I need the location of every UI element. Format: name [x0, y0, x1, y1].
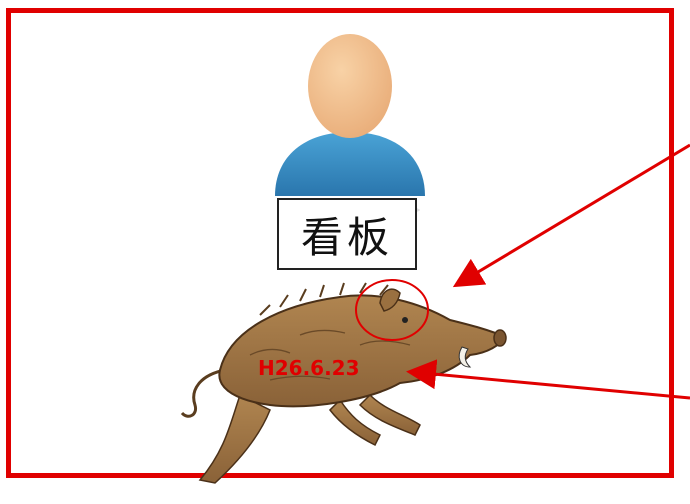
date-arrow: [406, 359, 690, 400]
boar-illustration: [180, 279, 507, 484]
signboard: 看板: [277, 198, 417, 270]
signboard-text: 看板: [300, 212, 393, 262]
person-icon: [275, 34, 425, 216]
red-border-frame: [6, 8, 674, 478]
date-label: H26.6.23: [258, 356, 360, 380]
ear-arrow: [452, 143, 690, 288]
